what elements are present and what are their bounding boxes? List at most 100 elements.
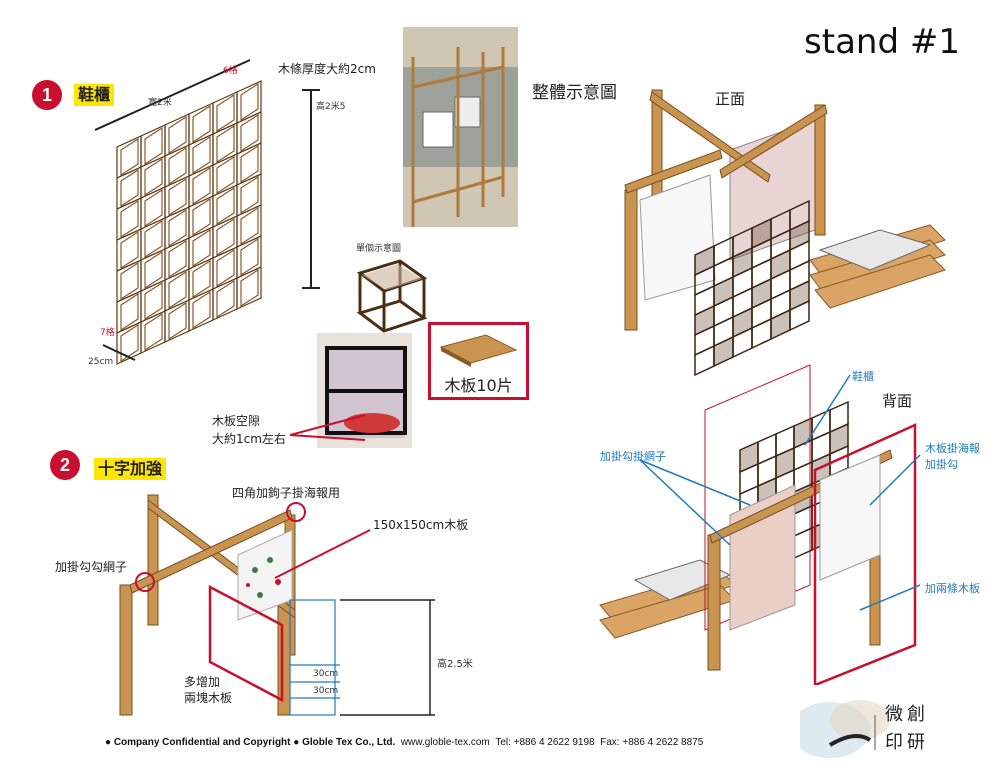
grid-cell-inner [120, 199, 139, 239]
bullet-icon: ● [293, 737, 300, 748]
grid-cell-inner [240, 206, 259, 246]
grid-cell-inner [168, 146, 187, 186]
spacing1-label: 30cm [313, 669, 339, 679]
logo-text-bottom: 印研 [885, 732, 929, 753]
footer-fax: Fax: +886 4 2622 8875 [600, 737, 704, 748]
grid-cell [236, 266, 262, 310]
grid-cell-inner [144, 281, 163, 321]
grid-cell-inner [216, 248, 235, 288]
width-label: 寬2米 [148, 98, 172, 108]
grid-cell-inner [144, 312, 163, 352]
grid-cell-inner [144, 126, 163, 166]
grid-cell-inner [168, 270, 187, 310]
grid-cell-inner [192, 104, 211, 144]
extra-boards-line2: 兩塊木板 [184, 691, 233, 705]
grid-cell-inner [144, 188, 163, 228]
shoe-cabinet-grid-drawing [94, 59, 262, 365]
cube-photo [317, 333, 412, 448]
grid-cell-inner [168, 208, 187, 248]
brand-logo: 微創 印研 [790, 690, 1000, 760]
gap-note-line1: 木板空隙 [212, 414, 261, 428]
overview-title: 整體示意圖 [532, 83, 617, 103]
logo-watercolor-drawing [790, 700, 890, 758]
grid-cell-inner [240, 175, 259, 215]
board-count-label: 木板10片 [444, 376, 513, 395]
grid-cell-inner [120, 230, 139, 270]
grid-cell-inner [192, 290, 211, 330]
grid-cell-inner [192, 135, 211, 175]
grid-cell-inner [192, 259, 211, 299]
height-note: 高2.5米 [437, 659, 473, 670]
grid-cell-inner [216, 217, 235, 257]
grid-cell-inner [168, 177, 187, 217]
board-count-box: 木板10片 [428, 322, 529, 400]
grid-cell-inner [240, 268, 259, 308]
board-hook-callout-line2: 加掛勾 [925, 458, 958, 471]
board-drawing [439, 334, 518, 367]
two-boards-callout: 加兩條木板 [925, 582, 980, 595]
footer-company: Company Confidential and Copyright [113, 737, 291, 748]
board-size-note: 150x150cm木板 [373, 518, 469, 532]
grid-cell-inner [120, 261, 139, 301]
grid-cell-inner [216, 279, 235, 319]
spacing2-label: 30cm [313, 686, 339, 696]
unit-diagram-label: 單個示意圖 [356, 244, 402, 254]
section1-label: 鞋櫃 [74, 84, 115, 106]
gap-note-line2: 大約1cm左右 [212, 432, 286, 446]
front-view-drawing [624, 89, 946, 377]
lattice-cell [770, 308, 791, 341]
height-dimension-line [302, 89, 320, 289]
back-view-drawing [599, 364, 921, 685]
reference-photo-drawing [403, 27, 518, 227]
corner-hook-note: 四角加鉤子掛海報用 [232, 486, 341, 500]
gap-note-pointer [290, 414, 366, 441]
front-label: 正面 [715, 90, 746, 108]
grid-cell-inner [120, 137, 139, 177]
grid-cell-inner [192, 228, 211, 268]
footer-company2: Globle Tex Co., Ltd. [302, 737, 396, 748]
grid-cell-inner [216, 186, 235, 226]
height-label: 高2米5 [316, 102, 346, 112]
bullet-icon: ● [105, 737, 112, 748]
grid-cell-inner [240, 113, 259, 153]
grid-cell-inner [144, 250, 163, 290]
cross-reinforce-drawing [119, 494, 435, 716]
grid-cell-inner [168, 239, 187, 279]
grid-cell-inner [168, 115, 187, 155]
footer: ● Company Confidential and Copyright ● G… [105, 737, 703, 748]
reference-photo-display-stand [403, 27, 518, 227]
lattice-cell [751, 317, 772, 350]
footer-website: www.globle-tex.com [400, 737, 490, 748]
cols-label: 6格 [223, 66, 238, 76]
rows-label: 7格 [100, 328, 115, 338]
grid-cell-inner [240, 82, 259, 122]
lattice-cell [789, 299, 810, 332]
hook-net-note: 加掛勾勾網子 [55, 560, 128, 574]
hook-net-callout: 加掛勾掛網子 [600, 450, 666, 463]
grid-cell-inner [216, 93, 235, 133]
grid-cell-inner [216, 124, 235, 164]
grid-cell-inner [240, 237, 259, 277]
section2-label: 十字加強 [94, 458, 167, 480]
grid-cell-inner [192, 197, 211, 237]
grid-cell-inner [144, 157, 163, 197]
grid-cell-inner [168, 301, 187, 341]
section1-number-badge: 1 [32, 80, 62, 110]
cube-photo-drawing [325, 346, 407, 438]
unit-cube-drawing [356, 259, 428, 333]
board-hook-callout-line1: 木板掛海報 [925, 442, 980, 455]
grid-cell-inner [120, 168, 139, 208]
grid-cell-inner [240, 144, 259, 184]
section2-number-badge: 2 [50, 450, 80, 480]
logo-text-top: 微創 [885, 704, 929, 725]
page-title: stand #1 [804, 22, 960, 62]
grid-cell-inner [144, 219, 163, 259]
grid-cell-inner [120, 292, 139, 332]
thickness-note: 木條厚度大約2cm [278, 62, 376, 76]
shoe-cabinet-callout: 鞋櫃 [852, 370, 874, 383]
depth-label: 25cm [88, 357, 114, 367]
footer-tel: Tel: +886 4 2622 9198 [495, 737, 595, 748]
back-label: 背面 [882, 392, 913, 410]
extra-boards-line1: 多增加 [184, 675, 221, 689]
lattice-cell [793, 526, 813, 560]
